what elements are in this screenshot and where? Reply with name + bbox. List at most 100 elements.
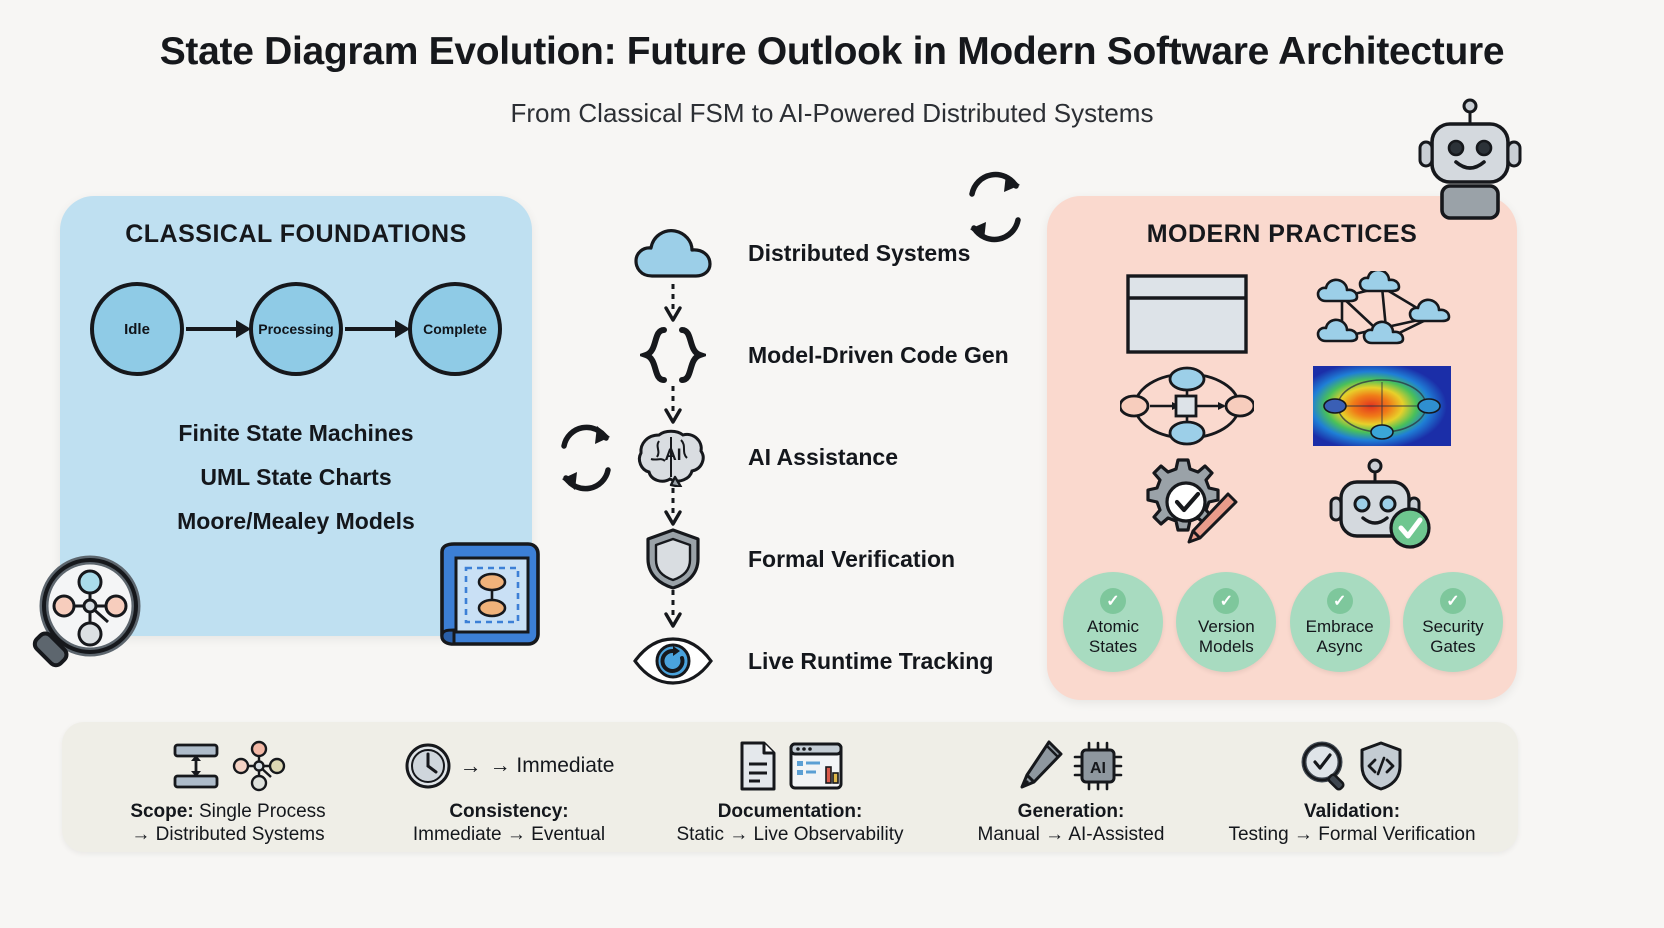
classical-foundations-panel: CLASSICAL FOUNDATIONS Idle Processing Co… xyxy=(60,196,532,636)
blueprint-icon xyxy=(432,538,550,661)
robot-check-icon xyxy=(1327,454,1437,555)
modern-practice-tiles xyxy=(1089,268,1479,555)
badge-embrace-async[interactable]: ✓ Embrace Async xyxy=(1289,572,1390,672)
flow-step-model-driven-code-gen: Model-Driven Code Gen xyxy=(630,324,1030,386)
badge-label-line1: Version xyxy=(1197,617,1255,637)
practice-badges: ✓ Atomic States ✓ Version Models ✓ Embra… xyxy=(1063,572,1503,672)
footer-label-value2: Manual → AI-Assisted xyxy=(977,824,1165,846)
badge-label-line2: Async xyxy=(1316,636,1363,656)
footer-label: Generation: Manual → AI-Assisted xyxy=(978,800,1165,846)
modern-practices-panel: MODERN PRACTICES xyxy=(1047,196,1517,700)
footer-icon-group xyxy=(169,738,287,794)
magnifier-graph-icon xyxy=(28,552,148,683)
flow-connector xyxy=(630,386,716,426)
footer-item-validation: Validation: Testing → Formal Verificatio… xyxy=(1212,738,1492,846)
cloud-mesh-icon xyxy=(1312,268,1452,362)
footer-icon-group: AI xyxy=(1018,738,1124,794)
node-network-icon xyxy=(232,740,286,792)
footer-label-key: Validation: xyxy=(1303,801,1401,822)
check-icon: ✓ xyxy=(1326,588,1353,615)
check-icon: ✓ xyxy=(1213,588,1240,615)
ai-brain-icon: AI xyxy=(630,426,716,488)
badge-label-line2: States xyxy=(1088,636,1138,656)
state-graph-icon xyxy=(1118,366,1255,451)
footer-label: Documentation: Static → Live Observabili… xyxy=(676,800,903,846)
svg-text:AI: AI xyxy=(665,445,682,464)
badge-atomic-states[interactable]: ✓ Atomic States xyxy=(1063,572,1163,672)
flow-step-ai-assistance: AI AI Assistance xyxy=(630,426,1030,488)
refresh-cycle-icon xyxy=(960,168,1030,251)
flow-step-label: Formal Verification xyxy=(748,545,956,572)
footer-label-value2: Testing → Formal Verification xyxy=(1228,824,1476,846)
check-icon: ✓ xyxy=(1439,588,1466,615)
badge-label-line1: Embrace xyxy=(1305,617,1374,637)
cloud-icon xyxy=(630,222,716,284)
footer-item-consistency: → → Immediate Consistency: Immediate → E… xyxy=(369,738,649,846)
state-transition-arrow xyxy=(186,320,251,338)
footer-icon-group: → → Immediate xyxy=(404,738,615,794)
badge-version-models[interactable]: ✓ Version Models xyxy=(1176,572,1277,672)
shield-code-icon xyxy=(1360,741,1402,791)
classical-bullet: Moore/Mealey Models xyxy=(177,508,415,534)
flow-connector xyxy=(630,590,716,630)
footer-label-value2: → Distributed Systems xyxy=(131,824,325,846)
document-icon xyxy=(740,741,776,791)
page-subtitle: From Classical FSM to AI-Powered Distrib… xyxy=(510,98,1154,128)
badge-label-line2: Models xyxy=(1198,636,1254,656)
ai-chip-icon: AI xyxy=(1073,741,1123,791)
modern-panel-title: MODERN PRACTICES xyxy=(1146,220,1418,248)
footer-icon-group xyxy=(736,738,844,794)
state-node-idle[interactable]: Idle xyxy=(90,282,184,376)
classical-bullet: Finite State Machines xyxy=(178,420,414,446)
check-icon: ✓ xyxy=(1100,588,1126,615)
footer-label: Consistency: Immediate → Eventual xyxy=(413,800,605,846)
table-diagram-icon xyxy=(1125,273,1249,360)
immediate-inline-text: → Immediate xyxy=(489,754,615,777)
badge-label-line1: Atomic xyxy=(1087,617,1139,637)
gear-check-pencil-icon xyxy=(1134,454,1240,555)
flow-step-live-runtime-tracking: Live Runtime Tracking xyxy=(630,630,1030,692)
flow-step-distributed-systems: Distributed Systems xyxy=(630,222,1030,284)
state-machine-diagram: Idle Processing Complete xyxy=(90,282,502,386)
footer-icon-group xyxy=(1299,738,1405,794)
pencil-icon xyxy=(1020,740,1063,789)
footer-item-generation: AI Generation: Manual → AI-Assisted xyxy=(931,738,1211,846)
curly-braces-icon xyxy=(630,324,716,386)
footer-item-documentation: Documentation: Static → Live Observabili… xyxy=(650,738,930,846)
state-node-label: Idle xyxy=(124,320,150,338)
clock-icon xyxy=(405,743,451,789)
dashboard-icon xyxy=(789,742,843,790)
footer-label-value: Single Process xyxy=(193,801,326,822)
state-node-complete[interactable]: Complete xyxy=(408,282,502,376)
flow-step-formal-verification: Formal Verification xyxy=(630,528,1030,590)
shield-icon xyxy=(630,528,716,590)
flow-step-label: AI Assistance xyxy=(748,443,898,470)
flow-step-label: Distributed Systems xyxy=(748,239,971,266)
vertical-scope-icon xyxy=(173,743,219,789)
state-transition-arrow xyxy=(345,320,410,338)
flow-step-label: Model-Driven Code Gen xyxy=(748,341,1009,368)
state-node-label: Complete xyxy=(423,321,487,337)
flow-step-label: Live Runtime Tracking xyxy=(748,647,994,674)
badge-security-gates[interactable]: ✓ Security Gates xyxy=(1402,572,1503,672)
svg-text:AI: AI xyxy=(1090,760,1106,777)
badge-label-line2: Gates xyxy=(1430,636,1476,656)
heatmap-icon xyxy=(1312,365,1451,451)
arrow-right-icon: → xyxy=(459,753,482,778)
evolution-flow: Distributed Systems Model-Driven Code Ge… xyxy=(630,222,1030,692)
flow-connector xyxy=(630,488,716,528)
classical-panel-title: CLASSICAL FOUNDATIONS xyxy=(125,220,467,248)
state-node-processing[interactable]: Processing xyxy=(249,282,343,376)
footer-label-key: Consistency: xyxy=(449,801,569,822)
footer-item-scope: Scope: Single Process → Distributed Syst… xyxy=(88,738,368,846)
footer-label-key: Scope: xyxy=(130,801,194,822)
footer-label: Scope: Single Process → Distributed Syst… xyxy=(130,800,325,846)
footer-label-key: Documentation: xyxy=(717,801,863,822)
footer-label-key: Generation: xyxy=(1017,801,1125,822)
badge-label-line1: Security xyxy=(1422,617,1484,637)
refresh-cycle-icon xyxy=(552,420,620,501)
eye-icon xyxy=(630,630,716,692)
magnifier-check-icon xyxy=(1301,741,1345,791)
flow-connector xyxy=(630,284,716,324)
